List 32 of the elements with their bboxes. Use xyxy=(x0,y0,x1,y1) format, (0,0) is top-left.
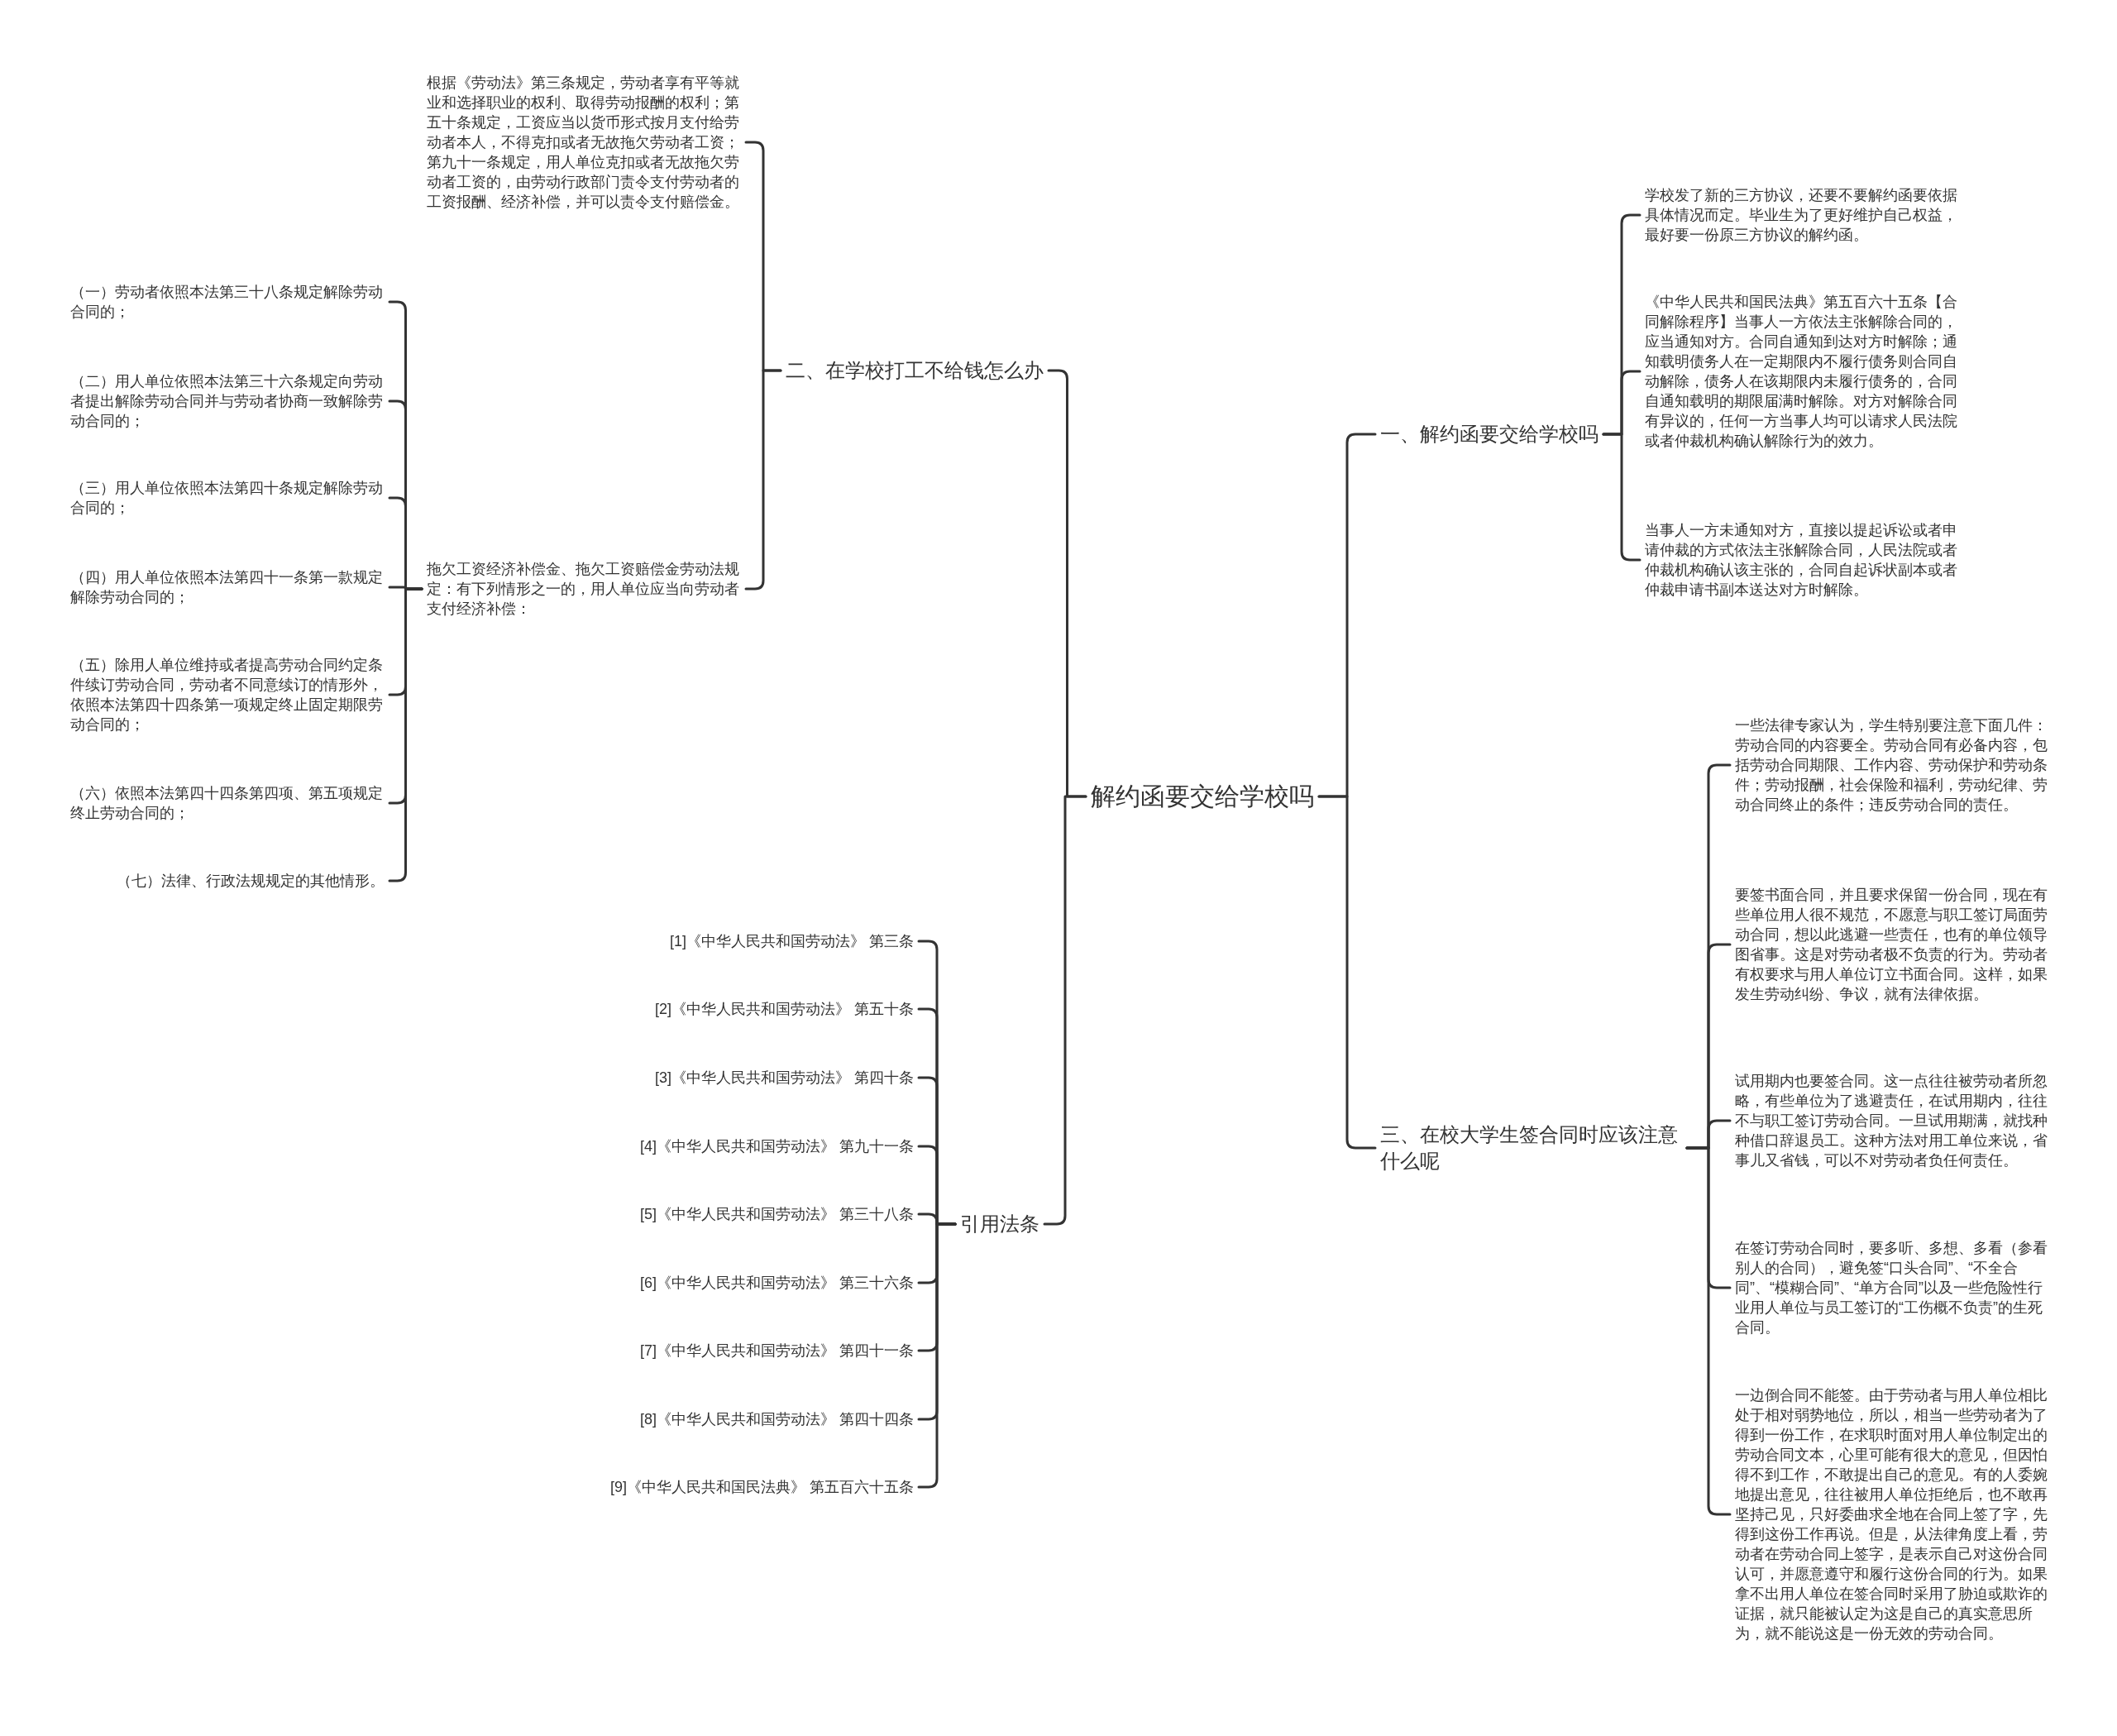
topic-text: [7]《中华人民共和国劳动法》 第四十一条 xyxy=(640,1341,914,1361)
topic-text: [5]《中华人民共和国劳动法》 第三十八条 xyxy=(640,1205,914,1224)
topic-text: （二）用人单位依照本法第三十六条规定向劳动者提出解除劳动合同并与劳动者协商一致解除劳动合同的； xyxy=(70,372,384,431)
topic-text: 一边倒合同不能签。由于劳动者与用人单位相比处于相对弱势地位，所以，相当一些劳动者为了得到一份工作，在求职时面对用人单位制定出的劳动合同文本，心里可能有很大的意见，但因怕得不到工作，不敢提出自己的意见。有的人委婉地提出意见，往往被用人单位拒绝后，也不敢再坚持己见，只好委曲求全地在合同上签了字，先得到这份工作再说。但是，从法律角度上看，劳动者在劳动合同上签字，是表示自己对这份合同认可，并愿意遵守和履行这份合同的行为。如果拿不出用人单位在签合同时采用了胁迫或欺诈的证据，就只能被认定为这是自己的真实意思所为，就不能说这是一份无效的劳动合同。 xyxy=(1735,1386,2048,1643)
topic-text: （五）除用人单位维持或者提高劳动合同约定条件续订劳动合同，劳动者不同意续订的情形外，依照本法第四十四条第一项规定终止固定期限劳动合同的； xyxy=(70,656,384,734)
topic-text: 试用期内也要签合同。这一点往往被劳动者所忽略，有些单位为了逃避责任，在试用期内，往往不与职工签订劳动合同。一旦试用期满，就找种种借口辞退员工。这种方法对用工单位来说，省事儿又省钱，可以不对劳动者负任何责任。 xyxy=(1735,1072,2048,1170)
topic-text: 要签书面合同，并且要求保留一份合同，现在有些单位用人很不规范，不愿意与职工签订局面劳动合同，想以此逃避一些责任，也有的单位领导图省事。这是对劳动者极不负责的行为。劳动者有权要求与用人单位订立书面合同。这样，如果发生劳动纠纷、争议，就有法律依据。 xyxy=(1735,886,2048,1004)
topic-text: [3]《中华人民共和国劳动法》 第四十条 xyxy=(655,1069,914,1088)
topic-text: 《中华人民共和国民法典》第五百六十五条【合同解除程序】当事人一方依法主张解除合同的，应当通知对方。合同自通知到达对方时解除；通知载明债务人在一定期限内不履行债务则合同自动解除，债务人在该期限内未履行债务的，合同自通知载明的期限届满时解除。对方对解除合同有异议的，任何一方当事人均可以请求人民法院或者仲裁机构确认解除行为的效力。 xyxy=(1645,293,1958,451)
topic-text: [8]《中华人民共和国劳动法》 第四十四条 xyxy=(640,1410,914,1429)
topic-text: [4]《中华人民共和国劳动法》 第九十一条 xyxy=(640,1137,914,1156)
topic-text: （七）法律、行政法规规定的其他情形。 xyxy=(117,872,385,891)
topic-text: 当事人一方未通知对方，直接以提起诉讼或者申请仲裁的方式依法主张解除合同，人民法院或者仲裁机构确认该主张的，合同自起诉状副本或者仲裁申请书副本送达对方时解除。 xyxy=(1645,521,1958,600)
topic-text: （三）用人单位依照本法第四十条规定解除劳动合同的； xyxy=(70,479,384,518)
topic-text: [1]《中华人民共和国劳动法》 第三条 xyxy=(670,932,914,951)
topic-text: [2]《中华人民共和国劳动法》 第五十条 xyxy=(655,1000,914,1019)
topic-text: 在签订劳动合同时，要多听、多想、多看（参看别人的合同），避免签“口头合同”、“不全合同”、“模糊合同”、“单方合同”以及一些危险性行业用人单位与员工签订的“工伤概不负责”的生死合同。 xyxy=(1735,1239,2048,1337)
topic-text: 一些法律专家认为，学生特别要注意下面几件：劳动合同的内容要全。劳动合同有必备内容，包括劳动合同期限、工作内容、劳动保护和劳动条件；劳动报酬，社会保险和福利，劳动纪律、劳动合同终止的条件；违反劳动合同的责任。 xyxy=(1735,716,2048,815)
branch-topic: 引用法条 xyxy=(960,1212,1039,1236)
topic-text: （六）依照本法第四十四条第四项、第五项规定终止劳动合同的； xyxy=(70,784,384,823)
topic-text: （四）用人单位依照本法第四十一条第一款规定解除劳动合同的； xyxy=(70,568,384,607)
central-topic: 解约函要交给学校吗 xyxy=(1091,782,1314,811)
topic-text: 拖欠工资经济补偿金、拖欠工资赔偿金劳动法规定：有下列情形之一的，用人单位应当向劳动者支付经济补偿： xyxy=(427,560,740,619)
branch-topic: 三、在校大学生签合同时应该注意什么呢 xyxy=(1380,1122,1679,1174)
branch-topic: 一、解约函要交给学校吗 xyxy=(1380,422,1599,447)
connector-line xyxy=(917,1222,957,1489)
topic-text: 学校发了新的三方协议，还要不要解约函要依据具体情况而定。毕业生为了更好维护自己权益，最好要一份原三方协议的解约函。 xyxy=(1645,186,1958,245)
topic-text: [9]《中华人民共和国民法典》 第五百六十五条 xyxy=(610,1478,914,1497)
topic-text: [6]《中华人民共和国劳动法》 第三十六条 xyxy=(640,1274,914,1293)
topic-text: （一）劳动者依照本法第三十八条规定解除劳动合同的； xyxy=(70,283,384,322)
branch-topic: 二、在学校打工不给钱怎么办 xyxy=(786,358,1044,383)
topic-text: 根据《劳动法》第三条规定，劳动者享有平等就业和选择职业的权利、取得劳动报酬的权利；第五十条规定，工资应当以货币形式按月支付给劳动者本人，不得克扣或者无故拖欠劳动者工资；第九十一条规定，用人单位克扣或者无故拖欠劳动者工资的，由劳动行政部门责令支付劳动者的工资报酬、经济补偿，并可以责令支付赔偿金。 xyxy=(427,74,740,212)
